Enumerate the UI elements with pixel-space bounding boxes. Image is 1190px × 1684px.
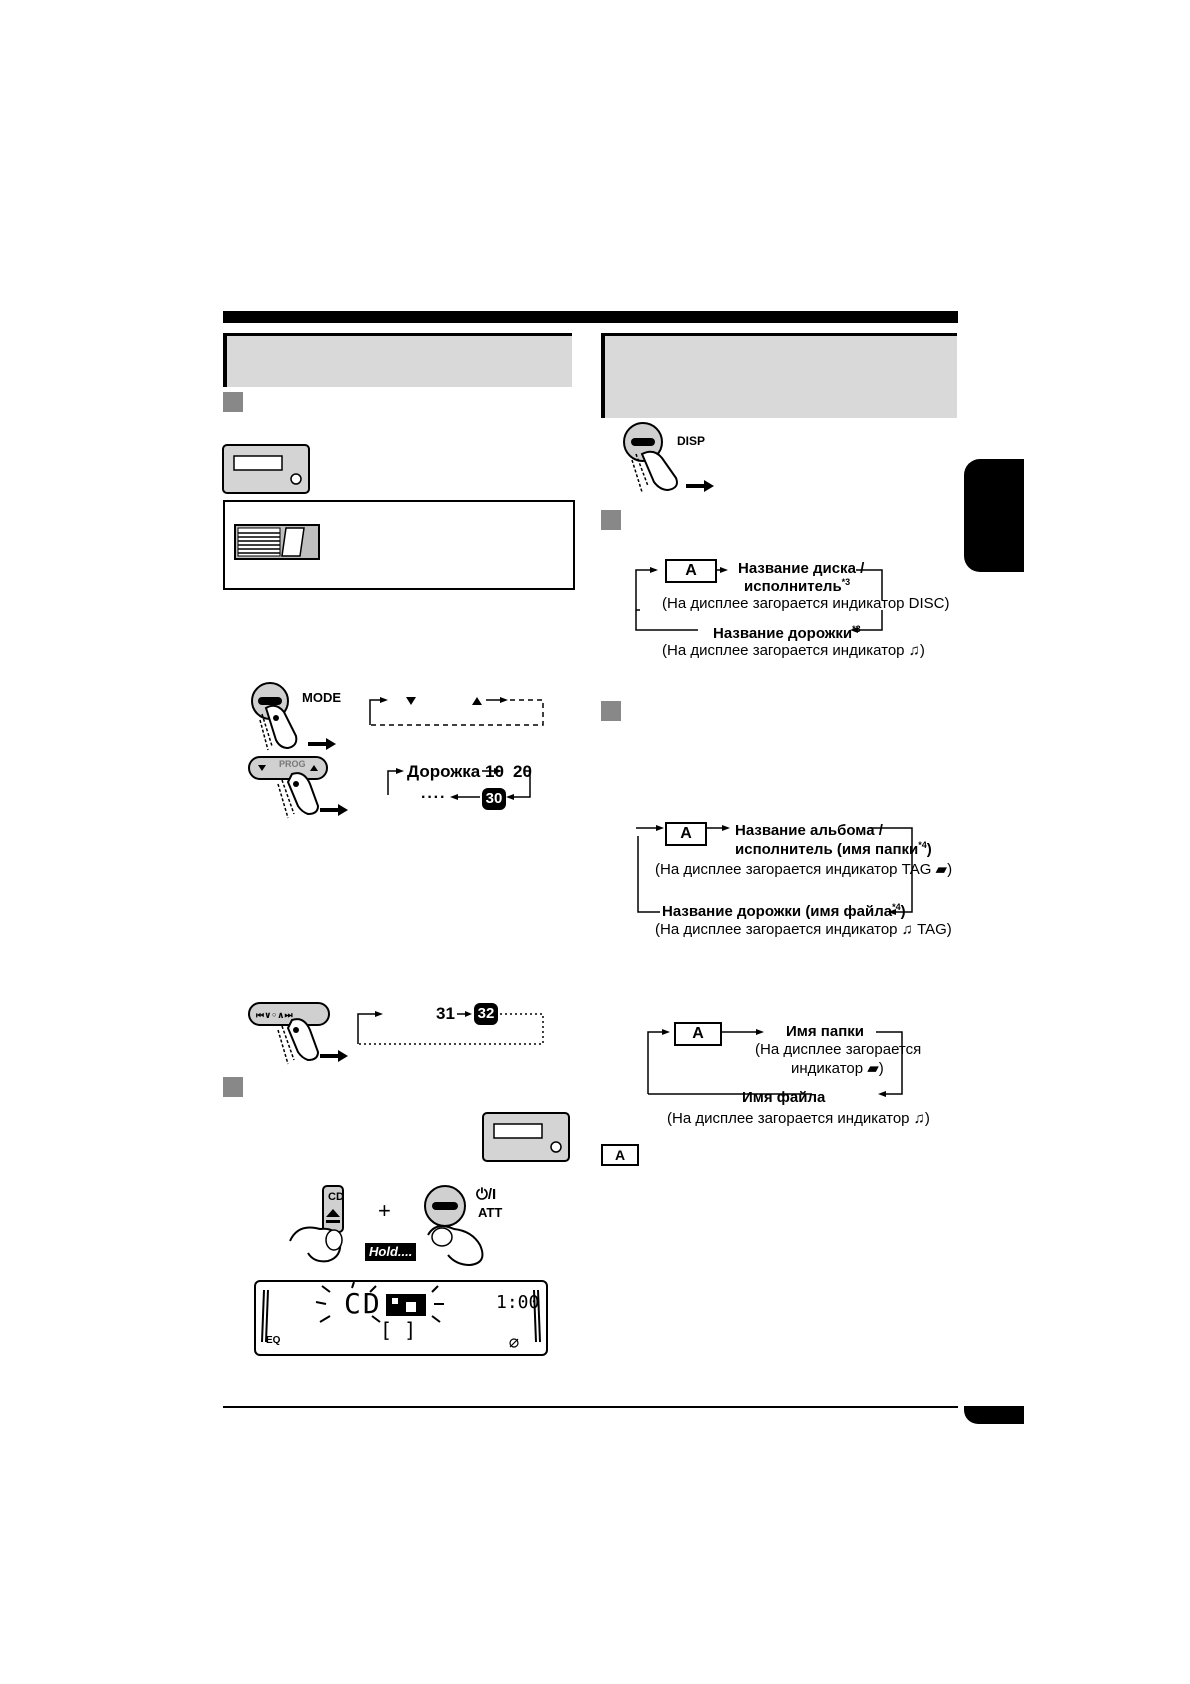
lcd-time: 1:00 <box>496 1292 540 1313</box>
folder-cycle-line2: (На дисплее загорается <box>755 1041 922 1058</box>
prog-label: PROG <box>279 759 306 769</box>
lcd-graphics <box>261 1281 541 1348</box>
cd-cycle-a-box: A <box>665 559 717 583</box>
unit-panel-illustration <box>222 444 310 494</box>
tag-cycle-line4: Название дорожки (имя файла*4) <box>662 902 906 920</box>
lcd-eq-indicator: EQ <box>266 1335 281 1346</box>
att-label: ATT <box>478 1205 503 1220</box>
folder-cycle-line3: индикатор ▰) <box>791 1060 884 1077</box>
disc-loading-illustration <box>234 524 320 560</box>
tag-cycle-line2: исполнитель (имя папки*4) <box>735 840 932 858</box>
track-cycle-diagram <box>387 768 531 800</box>
track-next: 20 <box>513 762 532 781</box>
folder-cycle-line1: Имя папки <box>786 1023 864 1040</box>
svg-text:⏮∨◦∧⏭: ⏮∨◦∧⏭ <box>256 1011 293 1021</box>
cd-cycle-line2: исполнитель*3 <box>744 577 851 595</box>
mode-cycle-diagram <box>369 697 544 726</box>
cd-cycle-line3: (На дисплее загорается индикатор DISC) <box>662 595 950 612</box>
tag-cycle-a-box: A <box>665 822 707 846</box>
cd-cycle-line5: (На дисплее загорается индикатор ♫) <box>662 642 925 659</box>
mode-label: MODE <box>302 690 341 705</box>
cd-cycle-diagram <box>635 567 883 633</box>
power-button-illustration[interactable] <box>420 1183 510 1283</box>
tag-cycle-diagram <box>636 825 913 915</box>
right-section-header <box>601 333 957 418</box>
cd-cycle-line1: Название диска / <box>738 560 865 577</box>
skip-from: 31 <box>436 1004 455 1023</box>
mode-button-illustration[interactable] <box>248 680 338 760</box>
plus-sign: + <box>378 1198 391 1223</box>
hold-label: Hold.... <box>365 1243 417 1261</box>
legend-a-box: A <box>601 1144 639 1166</box>
page-number-tab <box>964 1406 1024 1424</box>
tag-cycle-line3: (На дисплее загорается индикатор TAG ▰) <box>655 861 953 878</box>
tag-cycle-line1: Название альбома / <box>735 822 883 839</box>
skip-cycle-diagram <box>357 1011 544 1045</box>
track-label: Дорожка 10 <box>407 762 504 781</box>
track-ellipsis: ···· <box>421 789 447 806</box>
power-label: ⏻/I <box>476 1186 497 1203</box>
lcd-display <box>254 1280 548 1356</box>
folder-cycle-line4: Имя файла <box>742 1089 826 1106</box>
disp-label: DISP <box>677 434 706 448</box>
step-marker-r1 <box>601 510 621 530</box>
folder-cycle-a-box: A <box>674 1022 722 1046</box>
step-marker-r2 <box>601 701 621 721</box>
skip-button-illustration[interactable]: ⏮∨◦∧⏭ <box>248 1000 348 1072</box>
bottom-rule <box>223 1406 958 1408</box>
lcd-sub-text: [ ] <box>380 1318 417 1342</box>
track-highlight: 30 <box>482 788 506 810</box>
tag-cycle-line5: (На дисплее загорается индикатор ♫ TAG) <box>655 921 952 938</box>
eject-button-illustration[interactable] <box>288 1183 358 1283</box>
top-rule <box>223 311 958 323</box>
folder-cycle-diagram <box>647 1029 903 1097</box>
prog-button-illustration[interactable] <box>248 754 348 826</box>
folder-cycle-line5: (На дисплее загорается индикатор ♫) <box>667 1110 930 1127</box>
left-section-header <box>223 333 572 387</box>
skip-highlight: 32 <box>474 1003 498 1025</box>
unit-panel-illustration-2 <box>482 1112 570 1162</box>
cd-cycle-line4: Название дорожки*3 <box>713 624 861 642</box>
lcd-main-text: CD <box>344 1287 382 1320</box>
note-box <box>223 500 575 590</box>
step-marker-1 <box>223 392 243 412</box>
step-marker-2 <box>223 1077 243 1097</box>
language-side-tab <box>964 459 1024 572</box>
eject-label: CD <box>328 1191 344 1203</box>
disp-button-illustration[interactable] <box>620 420 720 500</box>
